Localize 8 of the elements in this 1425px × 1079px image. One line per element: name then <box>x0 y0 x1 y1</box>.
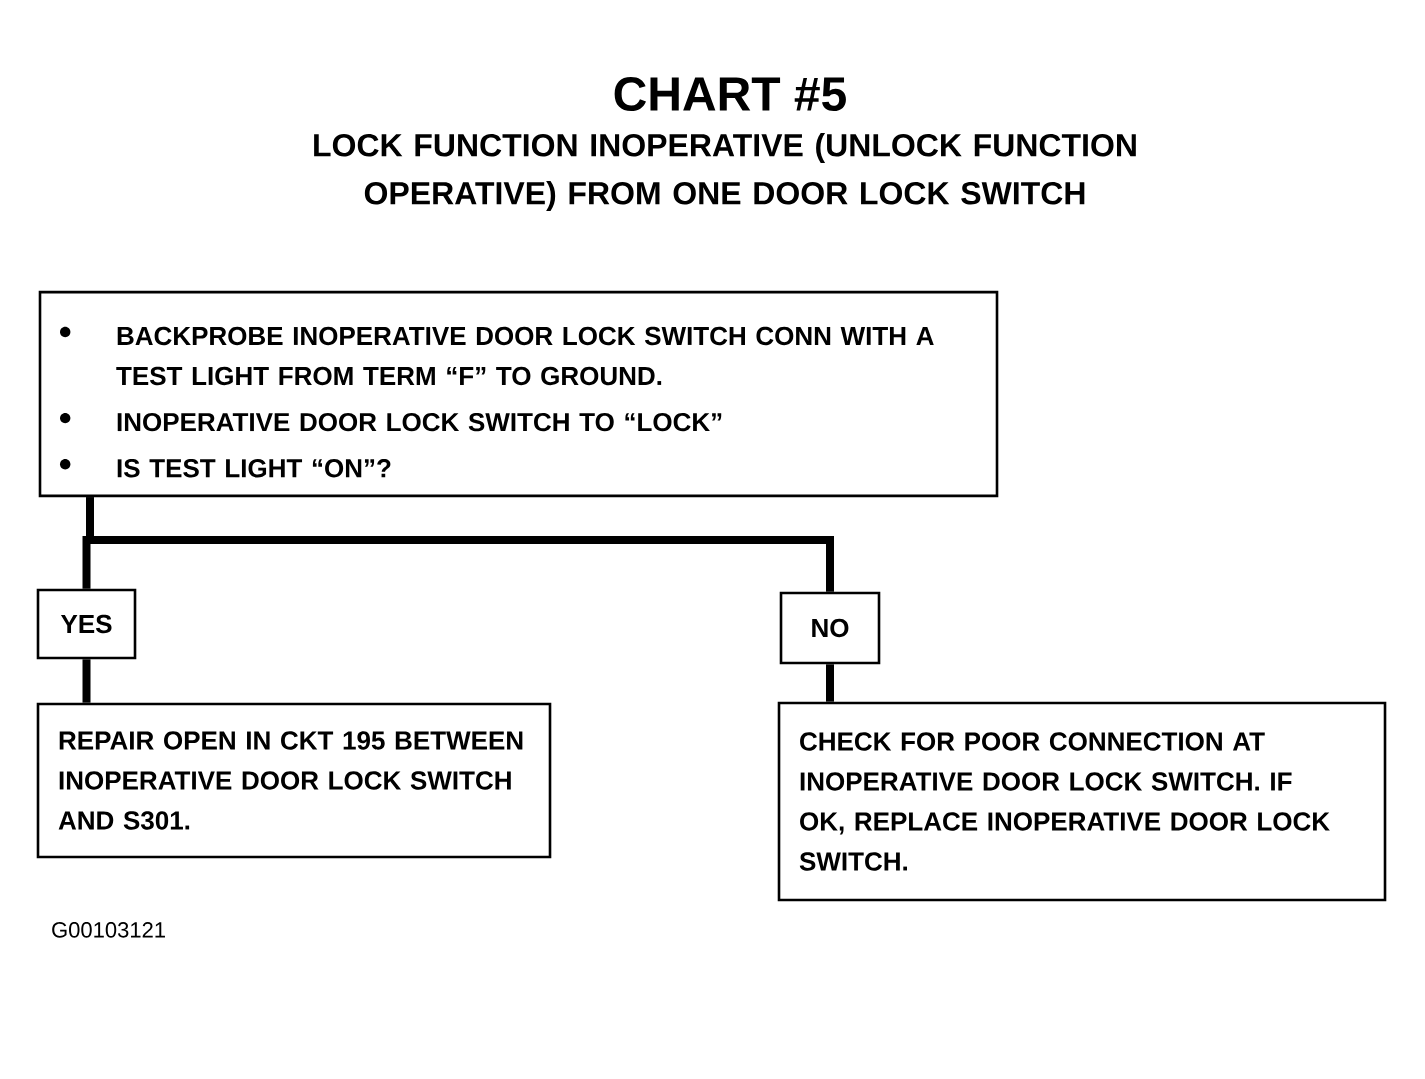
action-box: CHECK FOR POOR CONNECTION AT INOPERATIVE DOOR LOCK SWITCH. IF OK, REPLACE INOPERATIVE DOOR LOCK SWITCH. <box>777 701 1387 902</box>
question-box: BACKPROBE INOPERATIVE DOOR LOCK SWITCH CONN WITH A TEST LIGHT FROM TERM “F” TO GROUND. INOPERATIVE DOOR LOCK SWITCH TO “LOCK” IS TEST LIGHT “ON”? <box>38 290 999 498</box>
figure-code: G00103121 <box>52 922 165 938</box>
action-box: REPAIR OPEN IN CKT 195 BETWEEN INOPERATIVE DOOR LOCK SWITCH AND S301. <box>36 702 552 859</box>
title: CHART #5 <box>614 77 846 112</box>
answer-box: YES <box>36 588 137 660</box>
subtitle: LOCK FUNCTION INOPERATIVE (UNLOCK FUNCTION OPERATIVE) FROM ONE DOOR LOCK SWITCH <box>314 133 1136 211</box>
answer-box: NO <box>779 591 881 665</box>
